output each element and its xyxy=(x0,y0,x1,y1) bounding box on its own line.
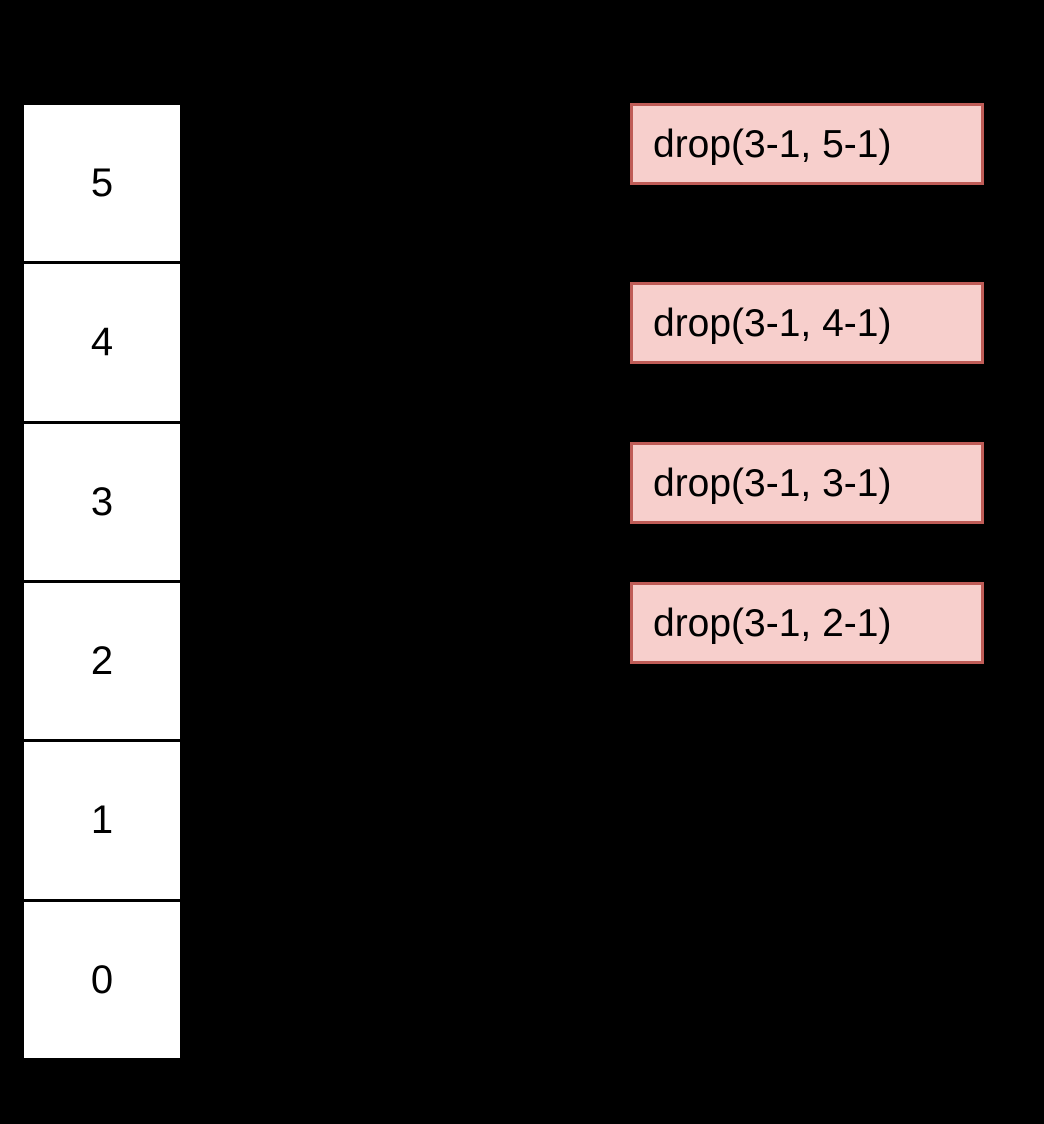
stack-cell: 1 xyxy=(24,742,180,902)
drop-call-label: drop(3-1, 2-1) xyxy=(653,601,892,645)
stack-cell-label: 0 xyxy=(90,957,114,1002)
stack-cell-label: 4 xyxy=(90,320,114,365)
stack-cell: 5 xyxy=(24,105,180,265)
stack-cell-label: 5 xyxy=(90,161,114,206)
stack-cell-label: 2 xyxy=(90,639,114,684)
drop-call-box: drop(3-1, 2-1) xyxy=(630,582,984,664)
stack-cell: 4 xyxy=(24,264,180,424)
drop-call-box: drop(3-1, 4-1) xyxy=(630,282,984,364)
drop-call-label: drop(3-1, 5-1) xyxy=(653,122,892,166)
stack-cell-label: 3 xyxy=(90,479,114,524)
stack-cell: 0 xyxy=(24,901,180,1058)
stack-cell: 2 xyxy=(24,582,180,743)
call-stack-column: 5 4 3 2 1 0 xyxy=(24,105,180,1058)
drop-call-box: drop(3-1, 3-1) xyxy=(630,442,984,524)
drop-call-label: drop(3-1, 3-1) xyxy=(653,461,892,505)
stack-cell: 3 xyxy=(24,423,180,583)
stack-cell-label: 1 xyxy=(90,798,114,843)
drop-call-box: drop(3-1, 5-1) xyxy=(630,103,984,185)
drop-call-label: drop(3-1, 4-1) xyxy=(653,301,892,345)
